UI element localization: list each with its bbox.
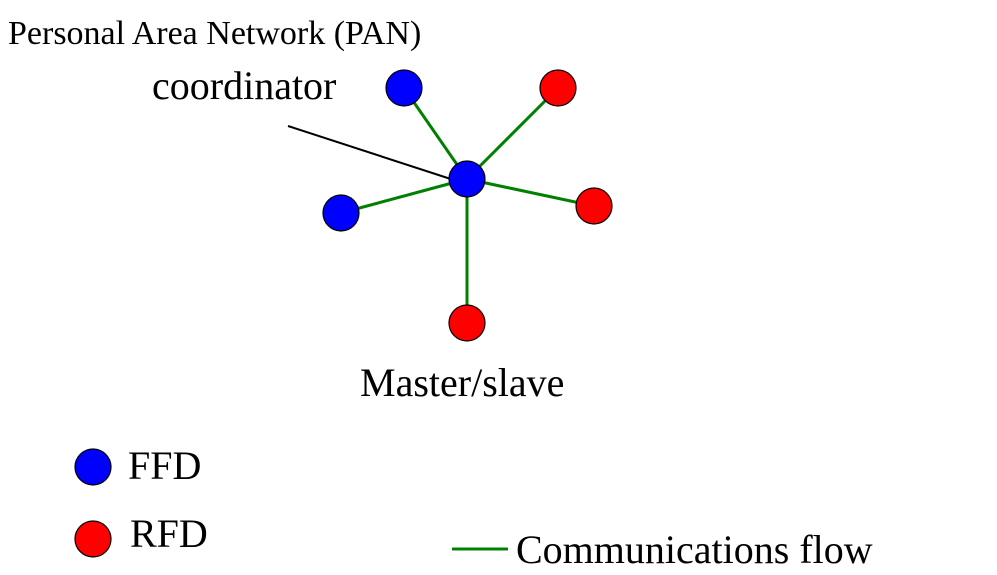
legend: FFD RFD Communications flow <box>74 443 873 572</box>
node-pan-coordinator <box>448 160 486 198</box>
node-ffd-top <box>385 69 423 107</box>
legend-ffd-marker <box>74 448 112 486</box>
link-coordinator-to-rfd-top-right <box>465 86 560 181</box>
coordinator-label: coordinator <box>152 63 336 108</box>
legend-rfd-label: RFD <box>130 511 208 556</box>
node-rfd-bottom <box>448 304 486 342</box>
node-rfd-right <box>575 187 613 225</box>
link-coordinator-to-ffd-left <box>340 177 468 215</box>
node-rfd-top-right <box>539 69 577 107</box>
coordinator-pointer-line <box>287 125 461 183</box>
links <box>340 86 595 323</box>
legend-ffd-label: FFD <box>128 443 201 488</box>
link-coordinator-to-rfd-right <box>466 177 595 208</box>
diagram-title: Personal Area Network (PAN) <box>8 15 421 52</box>
node-ffd-left <box>322 194 360 232</box>
legend-flow-label: Communications flow <box>516 527 873 572</box>
topology-label: Master/slave <box>360 360 564 405</box>
nodes <box>322 69 613 342</box>
legend-rfd-marker <box>74 520 112 558</box>
